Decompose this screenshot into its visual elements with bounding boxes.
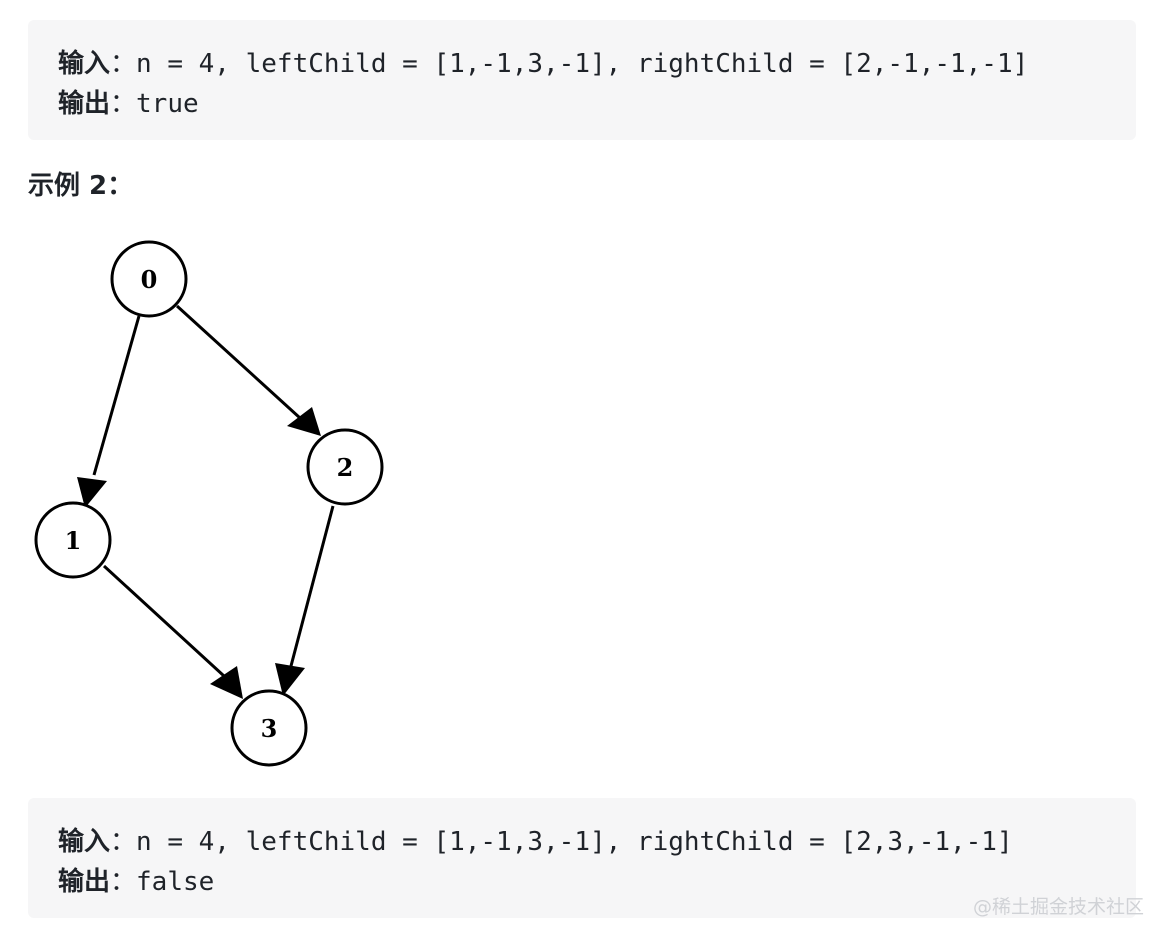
example2-input-value: n = 4, leftChild = [1,-1,3,-1], rightChi… [136,827,1013,857]
example1-input-label: 输入 [58,49,111,79]
example2-input-label: 输入 [58,827,111,857]
watermark: @稀土掘金技术社区 [972,896,1144,918]
graph-arrowhead-2-3 [275,663,305,696]
graph-edge-1-3 [102,564,226,678]
example1-input-line: 输入：n = 4, leftChild = [1,-1,3,-1], right… [58,44,1106,84]
example2-output-label: 输出 [58,867,111,897]
graph-edge-0-1 [92,315,141,476]
example1-output-label: 输出 [58,89,111,119]
example1-input-colon: ： [110,49,137,79]
graph-arrowhead-1-3 [210,666,243,699]
example1-input-value: n = 4, leftChild = [1,-1,3,-1], rightChi… [136,49,1029,79]
example2-input-line: 输入：n = 4, leftChild = [1,-1,3,-1], right… [58,822,1106,862]
example1-output-value: true [136,89,199,119]
example2-graph-diagram: 0 2 1 3 [34,240,384,767]
example2-heading: 示例 2： [28,171,134,201]
graph-node-2: 2 [306,428,384,506]
graph-nodes: 0 2 1 3 [34,240,384,767]
graph-node-0: 0 [110,240,188,318]
graph-node-3: 3 [230,689,308,767]
graph-edge-2-3 [289,505,335,667]
graph-edges [77,304,335,699]
graph-node-label-1: 1 [65,526,82,555]
graph-node-label-2: 2 [337,453,354,482]
example2-output-colon: ： [110,867,137,897]
example1-code-block: 输入：n = 4, leftChild = [1,-1,3,-1], right… [28,20,1136,140]
graph-arrowhead-0-1 [77,477,107,508]
example1-output-line: 输出：true [58,84,1106,124]
example1-output-colon: ： [110,89,137,119]
graph-node-1: 1 [34,501,112,579]
graph-arrowhead-0-2 [287,407,321,436]
example2-code-block: 输入：n = 4, leftChild = [1,-1,3,-1], right… [28,798,1136,918]
graph-node-label-3: 3 [261,714,278,743]
example2-output-line: 输出：false [58,862,1106,902]
example2-output-value: false [136,867,215,897]
graph-node-label-0: 0 [141,265,158,294]
example2-input-colon: ： [110,827,137,857]
graph-edge-0-2 [175,304,302,420]
